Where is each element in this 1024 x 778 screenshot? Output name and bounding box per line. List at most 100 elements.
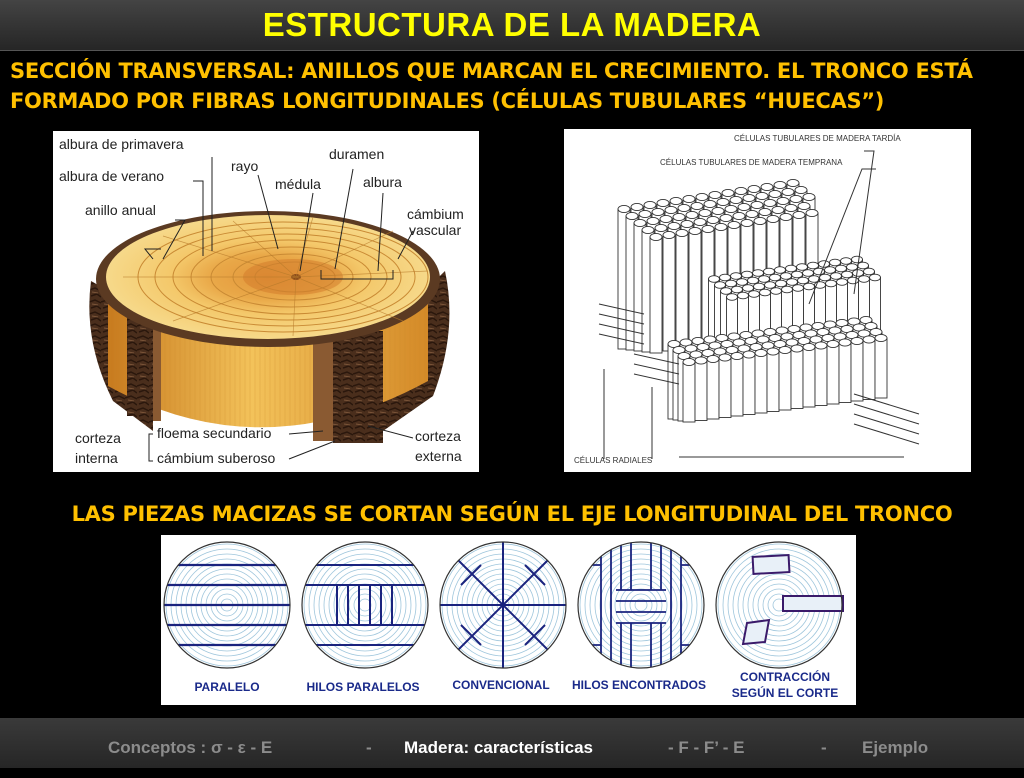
nav-link-ejemplo[interactable]: Ejemplo: [862, 738, 929, 757]
tube-cell-top: [776, 196, 790, 206]
tube-cell-top: [778, 345, 792, 355]
growth-ring: [579, 543, 703, 667]
tube-cell-top: [714, 222, 728, 232]
tube-cell-top: [708, 190, 722, 200]
tube-cell-top: [780, 272, 792, 280]
growth-ring: [634, 598, 648, 612]
label-celulas-tardia: CÉLULAS TUBULARES DE MADERA TARDÍA: [734, 134, 901, 143]
cut-hilos-encontrados: [578, 542, 704, 668]
tube-cell-top: [869, 273, 881, 282]
cut-label-contraccion-1: CONTRACCIÓN: [740, 669, 830, 684]
label-cambium-vascular-1: cámbium: [407, 206, 464, 222]
slide-subtitle: SECCIÓN TRANSVERSAL: ANILLOS QUE MARCAN …: [10, 56, 1020, 116]
tube-cell-top: [838, 338, 852, 347]
tube-cell-top: [852, 269, 864, 277]
tube-cell: [688, 230, 702, 348]
tube-cell-top: [714, 281, 726, 289]
tube-cell-top: [740, 218, 754, 228]
tube-cell-top: [675, 228, 689, 238]
tube-cell-top: [654, 223, 668, 233]
tube-cell-top: [732, 211, 746, 221]
tube-cell-top: [625, 211, 639, 221]
tube-cell-top: [747, 276, 759, 285]
nav-link-madera-caracteristicas[interactable]: Madera: características: [404, 738, 594, 757]
tube-cell-top: [719, 213, 733, 223]
tube-cell-top: [750, 200, 764, 210]
tube-cell-top: [794, 185, 808, 195]
tube-cell-top: [824, 266, 836, 274]
log-cross-section-illustration: albura de primavera albura de verano ani…: [59, 136, 464, 466]
label-rayo: rayo: [231, 158, 258, 174]
tube-cell: [682, 361, 696, 423]
tube-cell: [790, 348, 804, 409]
tube-cell-top: [755, 191, 769, 201]
tube-cell-top: [789, 194, 803, 204]
tube-cell-top: [779, 212, 793, 222]
nav-link-f-f-e[interactable]: - F - F’ - E: [668, 738, 745, 757]
tube-cell-top: [729, 195, 743, 205]
tube-cell-top: [825, 279, 837, 288]
nav-separator-2: -: [821, 738, 827, 757]
tube-cell: [778, 349, 792, 411]
tube-cell-top: [760, 182, 774, 192]
tubular-cells-diagram: CÉLULAS TUBULARES DE MADERA TARDÍA CÉLUL…: [564, 129, 971, 472]
tube-cell-top: [768, 189, 782, 199]
tube-cell-top: [830, 272, 842, 280]
tube-cell-top: [796, 263, 808, 271]
cuts-diagram: PARALELO HILOS PARALELOS CONVENCIONAL HI…: [161, 535, 856, 705]
tube-cell-top: [819, 273, 831, 282]
tube-cell-top: [672, 212, 686, 222]
cuts-illustration: PARALELO HILOS PARALELOS CONVENCIONAL HI…: [163, 541, 844, 700]
growth-ring: [614, 578, 668, 632]
tube-cell: [766, 351, 780, 412]
tube-cell-top: [814, 341, 828, 350]
tube-cell-top: [758, 275, 770, 283]
tube-cell-top: [764, 281, 776, 289]
tube-cell-top: [763, 198, 777, 208]
growth-ring: [584, 548, 698, 662]
tube-cell-top: [781, 285, 793, 294]
tube-cell-top: [718, 353, 732, 362]
tube-cell-top: [725, 279, 737, 288]
tube-cell-top: [766, 347, 780, 356]
tube-cell-top: [682, 194, 696, 204]
tube-cell-top: [790, 344, 804, 353]
tube-cell-top: [805, 208, 819, 218]
growth-ring: [624, 588, 658, 622]
tube-cell-top: [797, 276, 809, 285]
tube-cell-top: [724, 204, 738, 214]
tube-cell-top: [688, 226, 702, 236]
tube-cell-top: [680, 219, 694, 229]
growth-ring: [333, 573, 397, 637]
tube-cell-top: [774, 266, 786, 274]
label-albura-primavera: albura de primavera: [59, 136, 184, 152]
tube-cell-top: [863, 267, 875, 276]
log-cross-section-diagram: albura de primavera albura de verano ani…: [53, 131, 479, 472]
tube-cell: [862, 339, 876, 400]
tube-cell-top: [781, 187, 795, 197]
cut-label-contraccion-2: SEGÚN EL CORTE: [732, 685, 838, 700]
nav-link-conceptos[interactable]: Conceptos : σ - ε - E: [108, 738, 273, 757]
tube-cell-top: [797, 201, 811, 211]
tube-cell: [718, 357, 732, 418]
growth-ring: [609, 573, 673, 637]
tube-cell-top: [742, 193, 756, 203]
label-medula: médula: [275, 176, 321, 192]
growth-ring: [629, 593, 653, 617]
tube-cell-top: [745, 209, 759, 219]
tube-cell-top: [638, 209, 652, 219]
tube-cell-top: [792, 210, 806, 220]
tube-cell-top: [690, 201, 704, 211]
tube-cell-top: [785, 264, 797, 273]
tube-cell: [838, 342, 852, 403]
tube-cell-top: [641, 225, 655, 235]
tube-cell-top: [643, 200, 657, 210]
tube-cell-top: [836, 278, 848, 286]
cut-contraccion: [741, 554, 844, 646]
label-duramen: duramen: [329, 146, 384, 162]
tubular-cells-illustration: CÉLULAS TUBULARES DE MADERA TARDÍA CÉLUL…: [574, 134, 920, 465]
tube-cell: [826, 343, 840, 405]
tube-cell-top: [617, 204, 631, 214]
tube-cell-top: [769, 273, 781, 282]
cut-label-hilos-paralelos: HILOS PARALELOS: [306, 680, 419, 694]
